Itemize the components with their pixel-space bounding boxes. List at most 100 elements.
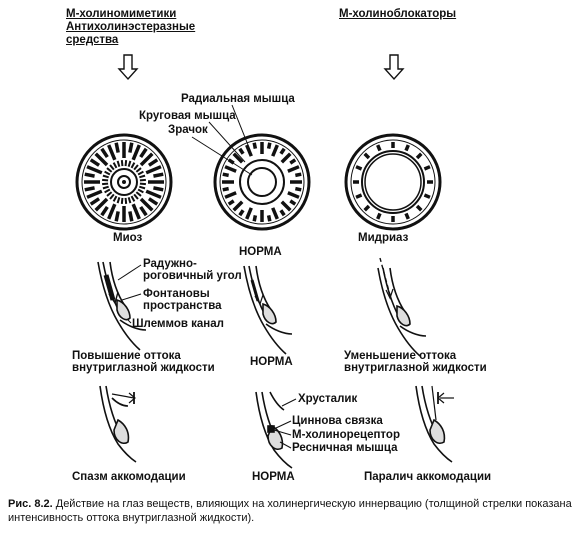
- caption-text: Действие на глаз веществ, влияющих на хо…: [8, 498, 572, 524]
- iris-tick: [224, 165, 237, 173]
- header-agents: средства: [66, 34, 119, 46]
- iris-tick: [404, 144, 410, 152]
- iris-tick: [139, 205, 148, 217]
- iris-tick: [404, 212, 410, 220]
- iris-tick: [128, 142, 134, 153]
- iris-tick: [363, 204, 371, 212]
- iris-tick: [232, 152, 244, 164]
- label-zonule: Циннова связка: [292, 415, 383, 427]
- iris-tick: [139, 152, 154, 167]
- caption-increase-2: внутриглазной жидкости: [72, 362, 215, 374]
- label-pupil: Зрачок: [168, 124, 208, 136]
- iris-tick: [145, 165, 162, 175]
- accommodation-leaders: [273, 398, 297, 449]
- iris-tick: [114, 142, 120, 153]
- iris-tick: [376, 212, 382, 220]
- iris-inner-tick: [139, 182, 146, 186]
- angle-leaders: [117, 264, 142, 324]
- label-schlemm-canal: Шлеммов канал: [132, 318, 224, 330]
- iris-tick: [100, 205, 109, 217]
- iris-inner-tick: [139, 185, 146, 190]
- caption-norm-2: НОРМА: [250, 356, 293, 368]
- iris-tick: [114, 211, 120, 222]
- header-cholinoblockers: М-холиноблокаторы: [339, 8, 457, 20]
- iris-inner-tick: [116, 160, 121, 167]
- iris-tick: [295, 186, 302, 192]
- iris-tick: [279, 209, 286, 217]
- iris-tick: [107, 144, 117, 161]
- iris-tick: [423, 193, 431, 199]
- iris-tick: [232, 200, 244, 212]
- iris-inner-tick: [135, 167, 142, 173]
- iris-inner-tick: [102, 174, 109, 179]
- iris-inner-tick: [102, 182, 109, 186]
- iris-tick: [224, 191, 237, 199]
- iris-tick: [245, 144, 253, 157]
- iris-inner-tick: [112, 162, 118, 169]
- iris-tick: [131, 203, 141, 220]
- iris-tick: [415, 152, 423, 160]
- iris-tick: [222, 186, 229, 192]
- down-arrow-left: [117, 54, 139, 81]
- iris-inner-tick: [130, 162, 136, 169]
- iris-tick: [86, 165, 103, 175]
- header-cholinomimetics: М-холиномиметики: [66, 8, 177, 20]
- iris-tick: [266, 215, 272, 222]
- iris-tick: [355, 165, 363, 171]
- iris-inner-tick: [106, 191, 113, 197]
- iris-inner-tick: [104, 170, 111, 176]
- caption-increase-1: Повышение оттока: [72, 350, 181, 362]
- iris-tick: [94, 197, 109, 212]
- caption-decrease-2: внутриглазной жидкости: [344, 362, 487, 374]
- iris-tick: [84, 186, 95, 192]
- iris-tick: [147, 197, 159, 206]
- iris-tick: [271, 144, 279, 157]
- iris-tick: [139, 197, 154, 212]
- iris-inner-tick: [120, 160, 124, 167]
- iris-tick: [245, 207, 253, 220]
- header-anticholinesterase: Антихолинэстеразные: [66, 21, 196, 33]
- iris-tick: [131, 144, 141, 161]
- iris-tick: [153, 186, 164, 192]
- caption-spasm: Спазм аккомодации: [72, 471, 186, 483]
- label-radial-muscle: Радиальная мышца: [181, 93, 295, 105]
- iris-tick: [363, 152, 371, 160]
- iris-tick: [84, 172, 95, 178]
- iris-tick: [295, 172, 302, 178]
- caption-miosis: Миоз: [113, 232, 143, 244]
- iris-inner-tick: [133, 193, 139, 200]
- iris-inner-tick: [112, 195, 118, 202]
- iris-tick: [271, 207, 279, 220]
- iris-inner-tick: [137, 170, 144, 176]
- iris-tick: [86, 189, 103, 199]
- figure-caption: Рис. 8.2. Действие на глаз веществ, влия…: [8, 497, 576, 525]
- iris-tick: [280, 200, 292, 212]
- iris-inner-tick: [106, 167, 113, 173]
- iris-inner-tick: [109, 164, 115, 171]
- iris-tick: [238, 147, 245, 155]
- angle-left: [97, 261, 147, 351]
- label-receptor: М-холинорецептор: [292, 429, 400, 441]
- iris-inner-tick: [137, 188, 144, 194]
- iris-inner-tick: [124, 197, 128, 204]
- iris-tick: [415, 204, 423, 212]
- iris-inner-tick: [120, 197, 124, 204]
- iris-tick: [227, 199, 235, 206]
- label-angle-2: роговичный угол: [143, 270, 242, 282]
- iris-inner-tick: [135, 191, 142, 197]
- iris-tick: [252, 215, 258, 222]
- iris-tick: [289, 158, 297, 165]
- iris-tick: [100, 147, 109, 159]
- iris-inner-tick: [102, 178, 109, 182]
- iris-tick: [287, 165, 300, 173]
- pupil-miosis: [75, 133, 173, 231]
- label-lens: Хрусталик: [298, 393, 358, 405]
- iris-tick: [153, 172, 164, 178]
- iris-tick: [89, 158, 101, 167]
- pupil-mydriasis: [344, 133, 442, 231]
- iris-inner-tick: [109, 193, 115, 200]
- label-ciliary-muscle: Ресничная мышца: [292, 442, 398, 454]
- caption-norm-1: НОРМА: [239, 246, 282, 258]
- down-arrow-right: [383, 54, 405, 81]
- iris-tick: [287, 191, 300, 199]
